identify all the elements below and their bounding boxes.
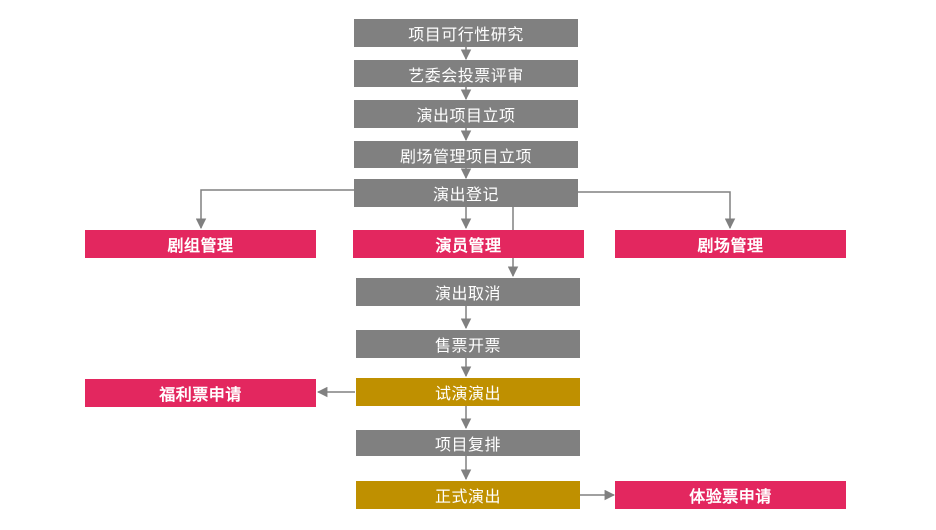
node-feasibility: 项目可行性研究 <box>354 19 578 47</box>
node-actor-management: 演员管理 <box>353 230 584 258</box>
node-venue-management: 剧场管理 <box>615 230 846 258</box>
arrow-registration-to-crew <box>195 189 354 230</box>
node-venue-project: 剧场管理项目立项 <box>354 141 578 168</box>
arrow-registration-to-venue-mgmt <box>578 191 736 230</box>
node-cancel: 演出取消 <box>356 278 580 306</box>
node-art-committee: 艺委会投票评审 <box>354 60 578 87</box>
node-preview: 试演演出 <box>356 378 580 406</box>
node-experience-ticket: 体验票申请 <box>615 481 846 509</box>
node-show-project: 演出项目立项 <box>354 100 578 128</box>
node-official: 正式演出 <box>356 481 580 509</box>
node-rearrange: 项目复排 <box>356 430 580 456</box>
node-welfare-ticket: 福利票申请 <box>85 379 316 407</box>
node-registration: 演出登记 <box>354 179 578 207</box>
node-crew-management: 剧组管理 <box>85 230 316 258</box>
node-ticketing: 售票开票 <box>356 330 580 358</box>
